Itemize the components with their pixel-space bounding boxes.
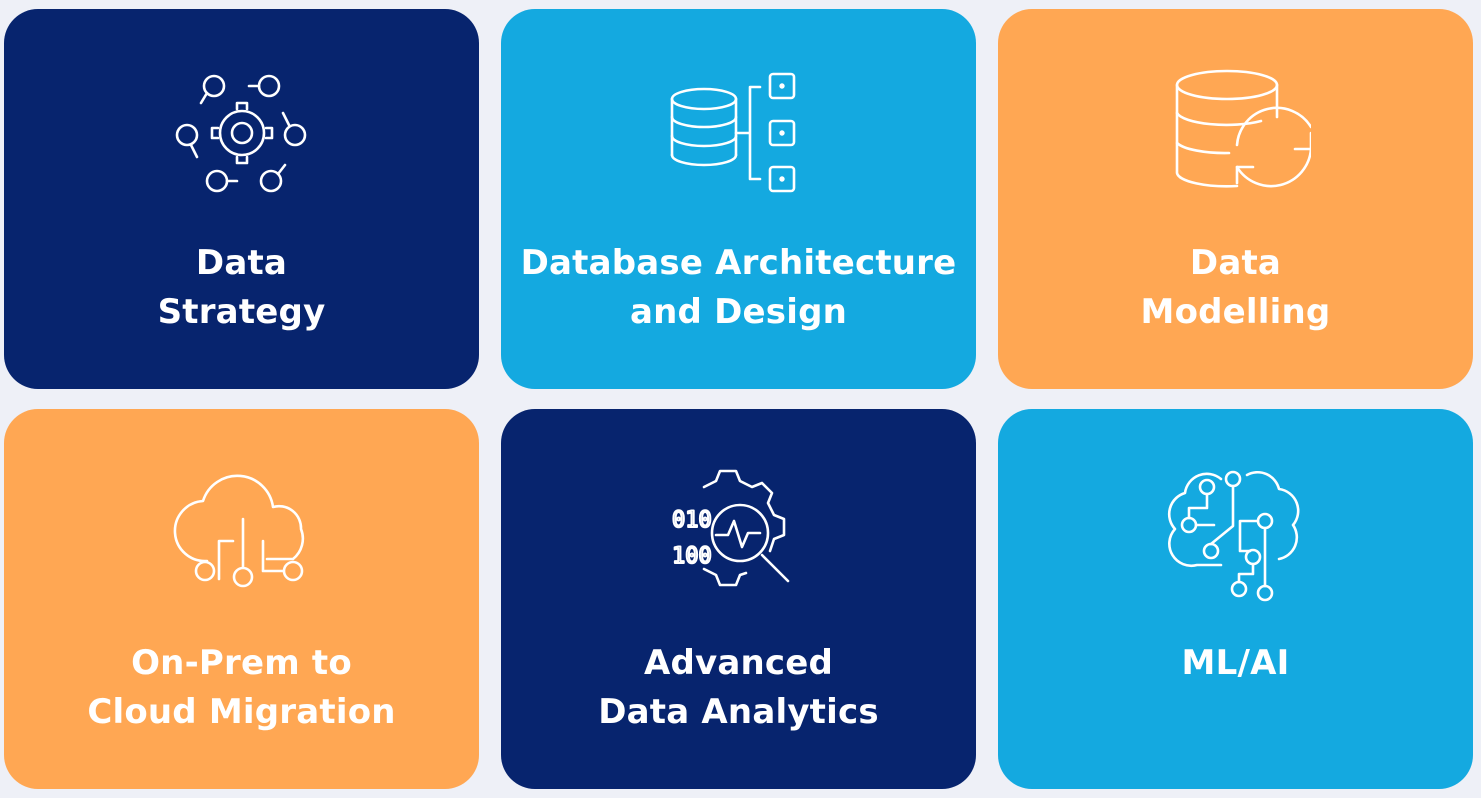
database-sync-icon xyxy=(1161,53,1312,203)
card-title-line2: Strategy xyxy=(157,292,326,332)
card-title-line1: Data xyxy=(1189,243,1282,283)
card-title: Database Architecture and Design xyxy=(501,239,976,337)
gear-network-icon xyxy=(167,53,317,203)
card-cloud-migration[interactable]: On-Prem to Cloud Migration xyxy=(4,409,479,789)
card-title-line2: Data Analytics xyxy=(598,692,879,732)
card-advanced-analytics[interactable]: 010 100 Advanced Data Analytics xyxy=(501,409,976,789)
card-ml-ai[interactable]: ML/AI xyxy=(998,409,1473,789)
card-title: Data Modelling xyxy=(998,239,1473,337)
gear-analytics-icon: 010 100 xyxy=(664,453,814,603)
card-title: Advanced Data Analytics xyxy=(501,639,976,737)
card-title: ML/AI xyxy=(998,639,1473,688)
card-title: On-Prem to Cloud Migration xyxy=(4,639,479,737)
card-title-line2: Cloud Migration xyxy=(87,692,396,732)
card-title-line1: On-Prem to xyxy=(131,643,352,683)
card-title-line1: Database Architecture xyxy=(520,243,957,283)
card-title-line1: ML/AI xyxy=(1181,643,1290,683)
card-title-line2: Modelling xyxy=(1140,292,1331,332)
card-title-line1: Data xyxy=(195,243,288,283)
card-title-line1: Advanced xyxy=(643,643,834,683)
card-database-architecture[interactable]: Database Architecture and Design xyxy=(501,9,976,389)
card-title-line2: and Design xyxy=(629,292,848,332)
card-title: Data Strategy xyxy=(4,239,479,337)
cloud-network-icon xyxy=(167,453,317,603)
brain-circuit-icon xyxy=(1161,453,1311,603)
card-data-modelling[interactable]: Data Modelling xyxy=(998,9,1473,389)
database-schema-icon xyxy=(664,53,814,203)
svg-text:100: 100 xyxy=(672,544,712,569)
svg-text:010: 010 xyxy=(672,508,712,533)
card-data-strategy[interactable]: Data Strategy xyxy=(4,9,479,389)
